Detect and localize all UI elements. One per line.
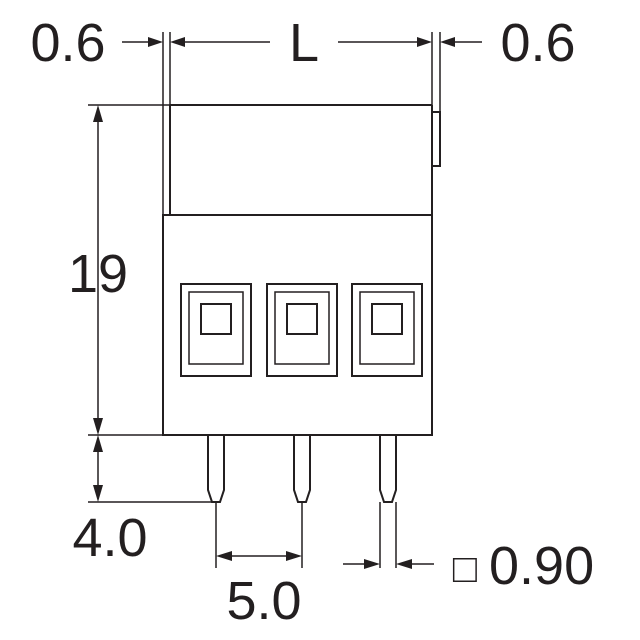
pitch-dimension-lines: [215, 502, 303, 568]
pin-size-dimension-lines: [343, 502, 434, 569]
top-dimension-lines: [122, 32, 482, 215]
dimension-left-gap: 0.6: [30, 13, 105, 73]
height-dimension-lines: [88, 104, 170, 436]
dimension-pin-length: 4.0: [72, 508, 147, 568]
housing-upper: [169, 104, 441, 215]
pin: [293, 435, 311, 503]
pin: [379, 435, 397, 503]
wire-entry: [180, 283, 252, 377]
wire-entry: [266, 283, 338, 377]
dimension-height: 19: [68, 244, 128, 304]
square-symbol-icon: □: [453, 547, 477, 591]
pin-length-dimension-lines: [88, 435, 212, 503]
dimension-pitch: 5.0: [226, 571, 301, 631]
wire-entry: [351, 283, 423, 377]
housing-lower: [162, 214, 433, 436]
dimension-pin-size: 0.90: [489, 536, 594, 596]
dimension-right-gap: 0.6: [500, 13, 575, 73]
pin: [207, 435, 225, 503]
dimension-length: L: [289, 13, 319, 73]
